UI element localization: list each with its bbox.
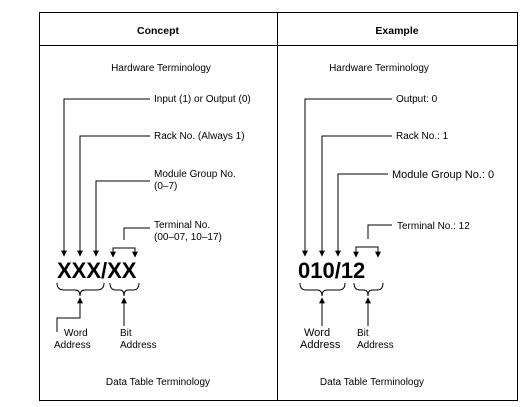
example-terminal-brace [355, 246, 379, 256]
example-rack-label: Rack No.: 1 [396, 131, 449, 142]
concept-bit-label-2: Address [120, 340, 157, 351]
concept-terminal-leader [123, 227, 150, 240]
concept-address: XXX/XX [57, 258, 137, 283]
example-bit-brace [353, 282, 384, 297]
concept-module-label-2: (0–7) [154, 181, 177, 192]
concept-word-arrow [56, 297, 83, 332]
example-terminal-label: Terminal No.: 12 [397, 221, 470, 232]
concept-terminal-label-2: (00–07, 10–17) [154, 232, 222, 243]
example-address: 010/12 [298, 258, 365, 283]
outer-frame [39, 12, 518, 401]
concept-module-label-1: Module Group No. [154, 169, 236, 180]
example-rack-arrow [319, 135, 392, 257]
example-bit-label-1: Bit [357, 328, 369, 339]
example-hardware-title: Hardware Terminology [329, 63, 429, 74]
concept-panel: Hardware Terminology Input (1) or Output… [54, 63, 251, 388]
concept-word-label-1: Word [64, 328, 88, 339]
concept-io-arrow [61, 98, 150, 257]
concept-terminal-label-1: Terminal No. [154, 220, 210, 231]
concept-hardware-title: Hardware Terminology [111, 63, 211, 74]
concept-bit-label-1: Bit [120, 328, 132, 339]
example-io-label: Output: 0 [396, 94, 438, 105]
concept-terminal-brace [112, 247, 136, 256]
concept-word-brace [56, 282, 105, 297]
example-module-arrow [335, 173, 388, 257]
example-word-label-2: Address [300, 339, 341, 351]
concept-rack-label: Rack No. (Always 1) [154, 131, 245, 142]
concept-word-label-2: Address [54, 340, 91, 351]
example-header: Example [375, 25, 418, 37]
concept-io-label: Input (1) or Output (0) [154, 94, 251, 105]
concept-module-arrow [93, 180, 150, 257]
concept-bit-brace [109, 282, 140, 297]
example-word-brace [299, 282, 346, 297]
concept-header: Concept [137, 25, 180, 37]
concept-data-table-title: Data Table Terminology [106, 377, 210, 388]
example-panel: Hardware Terminology Output: 0 Rack No.:… [298, 63, 494, 388]
example-terminal-leader [367, 224, 392, 239]
concept-rack-arrow [77, 135, 150, 257]
example-word-label-1: Word [304, 327, 330, 339]
example-io-arrow [302, 98, 392, 257]
example-bit-label-2: Address [357, 340, 394, 351]
example-module-label: Module Group No.: 0 [392, 169, 494, 181]
example-data-table-title: Data Table Terminology [320, 377, 424, 388]
